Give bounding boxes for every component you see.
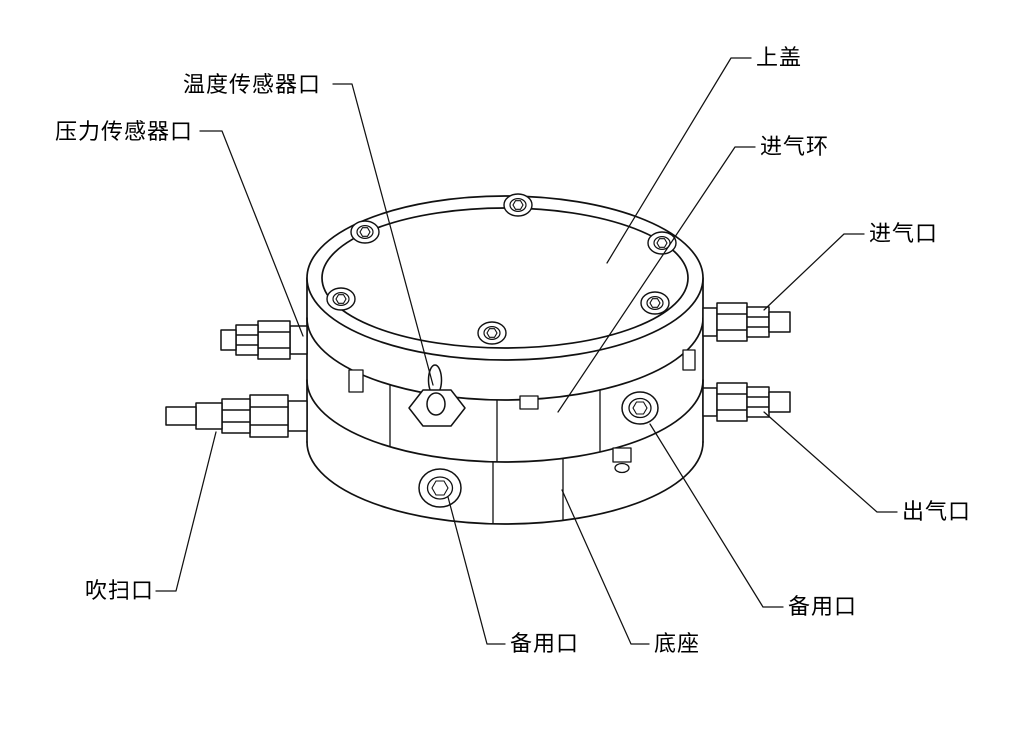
fitting-stub [702, 307, 718, 337]
label-gas-inlet: 进气口 [869, 221, 939, 246]
cover-bolt [477, 321, 507, 345]
spare-port-screw-bottom [418, 468, 462, 508]
cover-bolt [503, 193, 533, 217]
fitting-mid-nut [221, 398, 251, 434]
cover-bolt [647, 231, 677, 255]
leader-spare-port-right [649, 423, 784, 608]
label-spare-port-right: 备用口 [788, 594, 858, 619]
leader-spare-port-bottom [447, 496, 506, 645]
top-cover-rim [306, 195, 704, 361]
base-bottom-arc [306, 441, 704, 525]
leader-gas-inlet [763, 233, 865, 311]
fitting-ferrule-nut [235, 324, 259, 356]
temperature-sensor-plug [408, 364, 466, 427]
fitting-hex-nut [249, 394, 289, 438]
leader-gas-outlet [763, 411, 898, 513]
intake-ring-bottom-arc [306, 379, 704, 463]
spare-port-screw-right [621, 391, 659, 425]
fitting-stub [287, 400, 308, 432]
cover-bolt [640, 291, 670, 315]
fitting-tube-end [165, 406, 197, 426]
fitting-stub [702, 387, 718, 417]
gas-outlet-fitting [702, 382, 791, 422]
leader-base [561, 489, 650, 645]
label-pressure-sensor-port: 压力传感器口 [55, 119, 194, 144]
label-temperature-sensor-port: 温度传感器口 [183, 72, 322, 97]
label-spare-port-bottom: 备用口 [510, 631, 580, 656]
hex-plug-bore [426, 392, 446, 416]
ring-slot [348, 369, 364, 393]
leader-top-cover [606, 57, 752, 264]
cover-bolt [326, 287, 356, 311]
band-details [348, 349, 696, 524]
fitting-ferrule-nut [195, 402, 223, 430]
fitting-ferrule-nut [746, 386, 770, 418]
base-slot [612, 447, 632, 463]
fitting-hex-nut [716, 302, 748, 342]
fitting-tube-end [768, 311, 791, 333]
fitting-stub [289, 325, 308, 355]
leader-intake-ring [557, 146, 756, 413]
label-gas-outlet: 出气口 [902, 499, 972, 524]
label-intake-ring: 进气环 [760, 134, 830, 159]
assembly-body [306, 195, 704, 525]
fitting-hex-nut [257, 320, 291, 360]
fitting-tube-end [220, 329, 237, 351]
label-purge-port: 吹扫口 [85, 578, 155, 603]
fitting-ferrule-nut [746, 306, 770, 338]
label-top-cover: 上盖 [756, 45, 803, 70]
label-base: 底座 [654, 631, 701, 656]
pressure-sensor-fitting [220, 320, 308, 360]
fitting-hex-nut [716, 382, 748, 422]
leader-lines [155, 57, 898, 645]
leader-temperature-sensor-port [332, 83, 434, 386]
base-slot-hole [614, 462, 630, 474]
top-cover-bottom-arc [306, 317, 704, 401]
ring-slot [519, 395, 539, 410]
leader-purge-port [155, 431, 217, 592]
cover-bolt [350, 220, 380, 244]
purge-port-fitting [165, 394, 308, 438]
leader-pressure-sensor-port [199, 130, 304, 337]
ring-slot [682, 349, 696, 371]
fitting-tube-end [768, 391, 791, 413]
gas-inlet-fitting [702, 302, 791, 342]
